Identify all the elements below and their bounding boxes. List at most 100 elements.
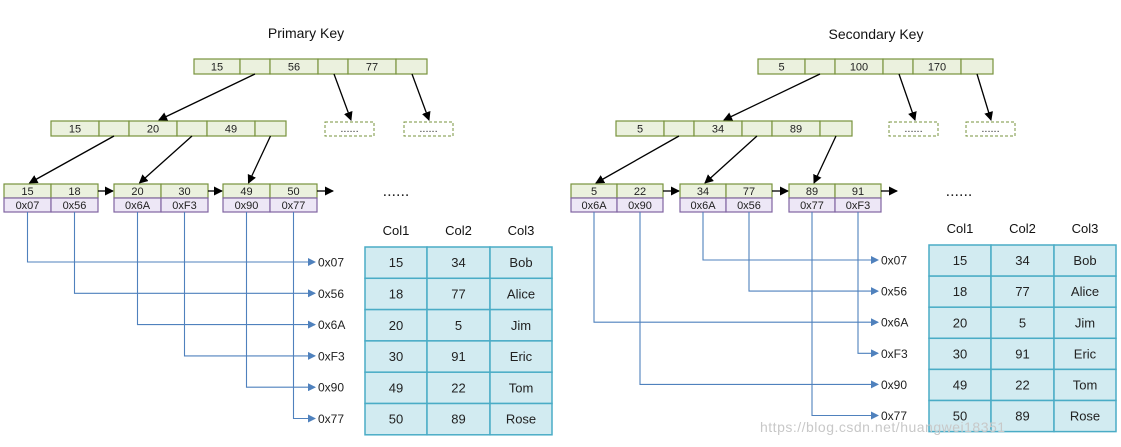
leaf-key-label: 30 — [178, 186, 190, 198]
table-cell — [990, 337, 1055, 371]
root-key-label: 77 — [366, 62, 378, 74]
table-cell-value: Tom — [1073, 377, 1098, 392]
row-address-label: 0x90 — [318, 381, 344, 395]
pointer-link — [26, 212, 316, 266]
table-cell — [489, 340, 553, 373]
placeholder-node — [403, 121, 454, 137]
table-cell-value: 15 — [953, 253, 967, 268]
table-cell-value: Bob — [1073, 253, 1096, 268]
pointer-link — [136, 212, 316, 329]
table-cell-value: 5 — [455, 318, 462, 333]
table-cell — [990, 244, 1055, 277]
table-cell-value: Alice — [507, 286, 535, 301]
leaf-key-label: 20 — [131, 186, 143, 198]
table-cell-value: 50 — [389, 412, 403, 427]
primary-key-title: Primary Key — [268, 25, 344, 41]
leaf-pointer-label: 0x77 — [800, 200, 824, 212]
table-cell-value: 20 — [389, 318, 403, 333]
table-cell — [364, 371, 428, 405]
root-to-placeholder-arrow — [976, 73, 993, 121]
root-key-label: 100 — [850, 62, 868, 74]
table-cell — [364, 308, 428, 342]
internal-key-label: 20 — [147, 124, 159, 136]
table-cell — [489, 246, 553, 280]
table-cell — [990, 399, 1055, 433]
leaf-key-label: 34 — [697, 186, 709, 198]
row-address-label: 0xF3 — [318, 349, 345, 363]
leaf-key-label: 22 — [634, 186, 646, 198]
row-address-label: 0x6A — [318, 318, 345, 332]
watermark: https://blog.csdn.net/huangwei18351 — [760, 419, 1006, 435]
row-address-label: 0x07 — [318, 256, 344, 270]
root-to-internal-arrow — [723, 73, 821, 121]
pointer-link — [811, 212, 879, 420]
table-cell-value: 18 — [389, 286, 403, 301]
more-leaves-ellipsis: ...... — [946, 183, 973, 200]
root-pointer-cell — [395, 58, 428, 75]
table-cell-value: Eric — [1074, 346, 1097, 361]
placeholder-ellipsis: ...... — [981, 123, 999, 135]
table-cell-value: 89 — [1015, 409, 1029, 424]
table-cell — [426, 402, 491, 436]
internal-to-leaf-arrow — [704, 135, 758, 184]
internal-pointer-cell — [741, 120, 773, 137]
internal-key-label: 49 — [225, 124, 237, 136]
table-cell — [1053, 306, 1117, 340]
table-cell — [364, 246, 428, 280]
table-cell-value: Tom — [509, 380, 534, 395]
table-cell-value: Rose — [1070, 409, 1100, 424]
table-header: Col3 — [508, 223, 535, 238]
table-cell-value: 15 — [389, 255, 403, 270]
internal-to-leaf-arrow — [28, 135, 115, 184]
table-cell — [1053, 275, 1117, 308]
leaf-key-label: 89 — [806, 186, 818, 198]
row-address-label: 0x56 — [318, 287, 344, 301]
internal-to-leaf-arrow — [813, 135, 837, 184]
row-address-label: 0x77 — [881, 409, 907, 423]
table-cell-value: Jim — [511, 318, 531, 333]
leaf-key-label: 91 — [852, 186, 864, 198]
leaf-pointer-label: 0xF3 — [172, 200, 196, 212]
table-cell-value: 18 — [953, 284, 967, 299]
pointer-link — [593, 212, 879, 327]
leaf-key-label: 18 — [68, 186, 80, 198]
internal-key-label: 34 — [712, 124, 724, 136]
internal-key-label: 89 — [790, 124, 802, 136]
leaf-pointer-label: 0x56 — [737, 200, 761, 212]
leaf-pointer-label: 0xF3 — [846, 200, 870, 212]
row-address-label: 0xF3 — [881, 347, 908, 361]
table-cell — [1053, 399, 1117, 433]
table-cell — [489, 308, 553, 342]
table-header: Col3 — [1072, 221, 1099, 236]
pointer-link — [73, 212, 316, 298]
row-address-label: 0x6A — [881, 316, 908, 330]
root-to-placeholder-arrow — [411, 73, 431, 121]
root-to-placeholder-arrow — [898, 73, 917, 121]
table-cell-value: 77 — [451, 286, 465, 301]
table-cell — [928, 337, 992, 371]
table-cell-value: Bob — [509, 255, 532, 270]
internal-pointer-cell — [663, 120, 695, 137]
leaf-pointer-label: 0x6A — [581, 200, 607, 212]
table-cell — [990, 275, 1055, 308]
table-cell-value: 49 — [953, 377, 967, 392]
table-header: Col2 — [1009, 221, 1036, 236]
table-cell — [928, 368, 992, 402]
pointer-link — [702, 212, 879, 264]
table-cell-value: 49 — [389, 380, 403, 395]
table-cell-value: 22 — [451, 380, 465, 395]
table-cell-value: 5 — [1019, 315, 1026, 330]
row-address-label: 0x56 — [881, 285, 907, 299]
row-address-label: 0x90 — [881, 378, 907, 392]
table-cell-value: 34 — [451, 255, 465, 270]
table-cell-value: Jim — [1075, 315, 1095, 330]
internal-key-label: 5 — [637, 124, 643, 136]
root-pointer-cell — [317, 58, 349, 75]
pointer-link — [639, 212, 879, 389]
leaf-key-label: 5 — [591, 186, 597, 198]
root-to-internal-arrow — [158, 73, 256, 121]
table-cell-value: 91 — [1015, 346, 1029, 361]
